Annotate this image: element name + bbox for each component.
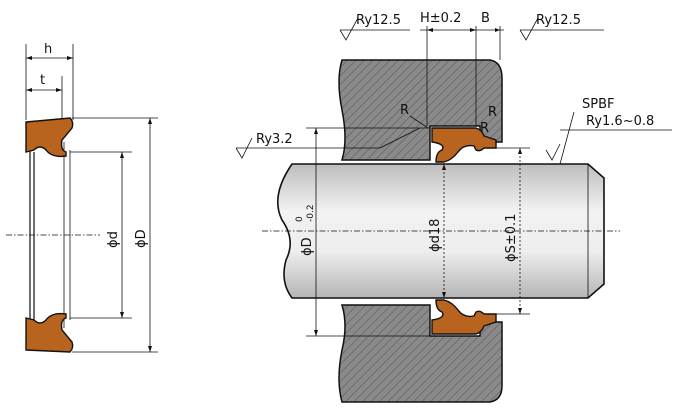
ry-top-left-symbol xyxy=(339,17,359,41)
ry-shaft-pointer xyxy=(559,111,575,165)
r-left-label: R xyxy=(400,103,409,118)
seal-groove-top xyxy=(431,127,497,163)
r-left-leader xyxy=(409,115,429,129)
h-label: h xyxy=(44,42,52,57)
ry-bore-pointer xyxy=(379,127,421,149)
seal-section-view: h t ϕd ϕD xyxy=(6,42,158,353)
phi-d18-label: ϕd18 xyxy=(428,219,443,252)
housing-top xyxy=(338,59,503,161)
phi-D-label: ϕD xyxy=(134,229,149,248)
t-label: t xyxy=(40,73,45,88)
tol-lower-label: -0.2 xyxy=(306,204,316,222)
H-tol-label: H±0.2 xyxy=(420,11,461,26)
seal-profile-bottom xyxy=(25,312,74,353)
shaft xyxy=(276,163,605,299)
r-right-bottom-label: R xyxy=(480,121,489,136)
ry-top-right-label: Ry12.5 xyxy=(536,13,581,28)
tol-upper-label: 0 xyxy=(295,216,305,222)
housing-bottom xyxy=(338,304,503,403)
r-right-top-label: R xyxy=(488,105,497,120)
ry-bore-label: Ry3.2 xyxy=(256,132,293,147)
ry-top-right-symbol xyxy=(519,17,539,41)
seal-groove-bottom xyxy=(431,299,497,335)
ry-bore-symbol xyxy=(235,137,253,159)
ry-shaft-symbol xyxy=(545,143,561,161)
assembly-view: Ry12.5 H±0.2 B Ry12.5 R R R SPBF Ry1.6~0… xyxy=(235,11,672,403)
phi-d-label: ϕd xyxy=(106,231,121,248)
ry-top-left-label: Ry12.5 xyxy=(356,13,401,28)
phi-S-label: ϕS±0.1 xyxy=(504,214,519,262)
B-label: B xyxy=(481,11,490,26)
spbf-label: SPBF xyxy=(582,97,615,112)
seal-profile-top xyxy=(25,117,74,158)
ry-shaft-label: Ry1.6~0.8 xyxy=(586,114,654,129)
phi-D-small-label: ϕD xyxy=(300,237,315,256)
